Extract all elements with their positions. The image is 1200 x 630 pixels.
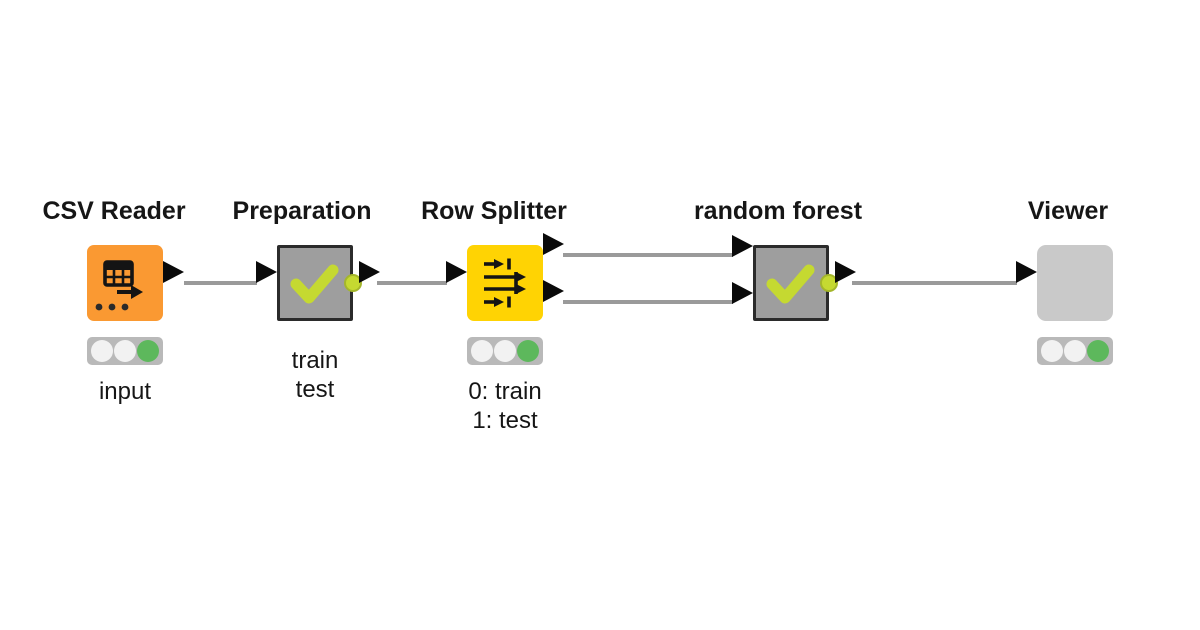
annotation-line: input xyxy=(98,378,152,405)
node-title-viewer: Viewer xyxy=(1027,197,1109,225)
traffic-light-red xyxy=(1041,340,1063,362)
annotation-line: 1: test xyxy=(472,407,538,434)
traffic-light xyxy=(1037,337,1113,365)
checkmark-icon xyxy=(766,264,815,304)
node-row-splitter[interactable] xyxy=(446,233,564,321)
output-port-circle[interactable] xyxy=(820,274,838,292)
traffic-light xyxy=(87,337,163,365)
connection-rowsplitter-to-randomforest-bottom[interactable] xyxy=(563,300,733,304)
node-viewer[interactable] xyxy=(1016,245,1113,321)
output-port[interactable] xyxy=(359,261,380,283)
input-port[interactable] xyxy=(256,261,277,283)
connection-csv-to-preparation[interactable] xyxy=(184,281,257,285)
traffic-light-yellow xyxy=(1064,340,1086,362)
traffic-light-red xyxy=(91,340,113,362)
node-annotation: 0: train 1: test xyxy=(468,377,541,435)
output-port-1[interactable] xyxy=(543,280,564,302)
node-title-row-splitter: Row Splitter xyxy=(421,197,567,225)
table-export-icon xyxy=(95,260,143,311)
output-port[interactable] xyxy=(163,261,184,283)
connection-rowsplitter-to-randomforest-top[interactable] xyxy=(563,253,733,257)
node-title-csv-reader: CSV Reader xyxy=(42,197,186,225)
input-port[interactable] xyxy=(1016,261,1037,283)
node-random-forest[interactable] xyxy=(732,235,856,321)
traffic-light-green xyxy=(137,340,159,362)
node-title-preparation: Preparation xyxy=(232,197,372,225)
split-rows-icon xyxy=(484,258,526,308)
traffic-light-green xyxy=(517,340,539,362)
traffic-light-yellow xyxy=(114,340,136,362)
traffic-light-green xyxy=(1087,340,1109,362)
traffic-light xyxy=(467,337,543,365)
input-port-1[interactable] xyxy=(732,282,753,304)
connection-randomforest-to-viewer[interactable] xyxy=(852,281,1017,285)
node-preparation[interactable] xyxy=(256,245,380,321)
annotation-line: test xyxy=(295,376,335,403)
traffic-light-red xyxy=(471,340,493,362)
checkmark-icon xyxy=(290,264,339,304)
node-title-random-forest: random forest xyxy=(693,197,863,225)
output-port-0[interactable] xyxy=(543,233,564,255)
connection-preparation-to-rowsplitter[interactable] xyxy=(377,281,447,285)
annotation-line: train xyxy=(291,347,339,374)
node-annotation: input xyxy=(99,377,151,406)
output-port-circle[interactable] xyxy=(344,274,362,292)
output-port[interactable] xyxy=(835,261,856,283)
input-port-0[interactable] xyxy=(732,235,753,257)
traffic-light-yellow xyxy=(494,340,516,362)
node-csv-reader[interactable] xyxy=(87,245,184,321)
node-annotation: train test xyxy=(292,346,339,404)
input-port[interactable] xyxy=(446,261,467,283)
annotation-line: 0: train xyxy=(468,378,542,405)
